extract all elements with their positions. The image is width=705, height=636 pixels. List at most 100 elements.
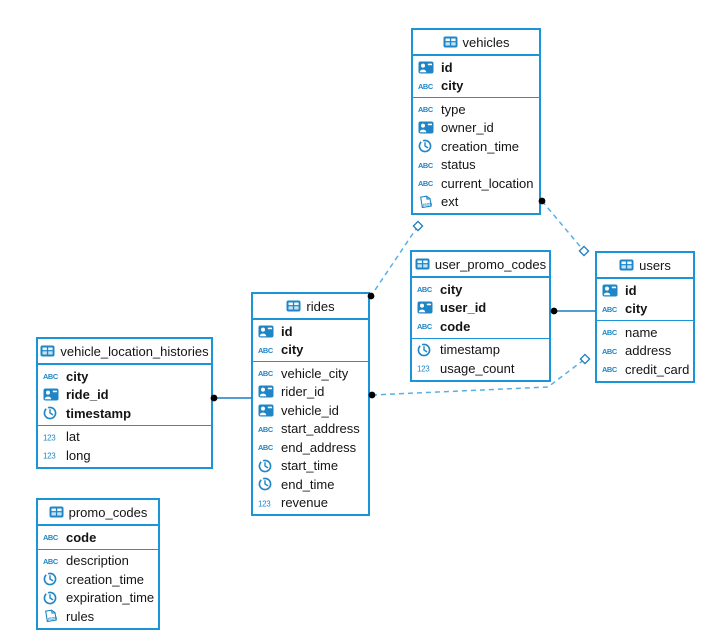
field-name: city [441, 78, 464, 94]
field-name: creation_time [441, 138, 520, 154]
field-row-end_time[interactable]: end_time [253, 475, 368, 494]
field-row-city[interactable]: ABC city [412, 280, 549, 299]
field-row-rider_id[interactable]: rider_id [253, 383, 368, 402]
field-row-expiration_time[interactable]: expiration_time [38, 589, 158, 608]
id-badge-icon [418, 61, 437, 74]
relation-vehicles-users[interactable] [538, 197, 590, 257]
field-row-end_address[interactable]: ABC end_address [253, 438, 368, 457]
svg-text:123: 123 [417, 365, 430, 374]
relation-vehicle_location_histories-rides[interactable] [210, 394, 252, 402]
field-row-id[interactable]: id [253, 322, 368, 341]
svg-text:ABC: ABC [258, 443, 274, 452]
id-badge-icon [418, 121, 437, 134]
table-header[interactable]: promo_codes [38, 500, 158, 526]
field-row-id[interactable]: id [413, 58, 539, 77]
clock-icon [43, 591, 62, 605]
field-row-id[interactable]: id [597, 281, 693, 300]
table-header[interactable]: user_promo_codes [412, 252, 549, 278]
key-fields-divider [38, 548, 158, 550]
svg-text:JSON: JSON [47, 616, 58, 622]
field-row-ride_id[interactable]: ride_id [38, 386, 211, 405]
field-name: creation_time [66, 571, 145, 587]
table-header[interactable]: vehicles [413, 30, 539, 56]
abc-text-icon: ABC [418, 81, 437, 91]
field-name: status [441, 157, 476, 173]
field-row-vehicle_id[interactable]: vehicle_id [253, 401, 368, 420]
field-row-rules[interactable]: JSON rules [38, 607, 158, 626]
field-row-creation_time[interactable]: creation_time [38, 570, 158, 589]
field-name: end_address [281, 439, 357, 455]
clock-icon [418, 139, 437, 153]
abc-text-icon: ABC [43, 371, 62, 381]
table-title: rides [306, 298, 335, 314]
svg-text:123: 123 [43, 452, 56, 461]
key-fields-divider [412, 337, 549, 339]
field-row-timestamp[interactable]: timestamp [38, 404, 211, 423]
field-name: revenue [281, 495, 328, 511]
relation-user_promo_codes-users[interactable] [550, 307, 596, 315]
field-row-name[interactable]: ABC name [597, 323, 693, 342]
field-name: id [281, 323, 293, 339]
json-icon: JSON [418, 195, 437, 209]
field-row-user_id[interactable]: user_id [412, 299, 549, 318]
field-row-timestamp[interactable]: timestamp [412, 341, 549, 360]
field-name: start_time [281, 458, 339, 474]
table-title: users [639, 257, 671, 273]
svg-text:ABC: ABC [602, 328, 618, 337]
id-badge-icon [417, 301, 436, 314]
field-name: description [66, 553, 129, 569]
svg-text:ABC: ABC [418, 82, 434, 91]
field-name: owner_id [441, 120, 494, 136]
field-row-owner_id[interactable]: owner_id [413, 119, 539, 138]
abc-text-icon: ABC [258, 345, 277, 355]
field-name: rules [66, 608, 95, 624]
field-row-creation_time[interactable]: creation_time [413, 137, 539, 156]
field-row-city[interactable]: ABC city [413, 77, 539, 96]
field-name: name [625, 324, 658, 340]
table-title: vehicle_location_histories [60, 343, 209, 359]
key-fields-divider [597, 320, 693, 321]
table-header[interactable]: rides [253, 294, 368, 320]
table-header[interactable]: vehicle_location_histories [38, 339, 211, 365]
table-title: user_promo_codes [434, 256, 547, 272]
field-name: rider_id [281, 384, 325, 400]
field-name: city [440, 281, 463, 297]
svg-text:ABC: ABC [258, 346, 274, 355]
field-row-start_time[interactable]: start_time [253, 457, 368, 476]
relation-line-dashed [371, 358, 586, 396]
table-header[interactable]: users [597, 253, 693, 279]
abc-text-icon: ABC [417, 284, 436, 294]
field-name: expiration_time [66, 590, 155, 606]
key-fields-divider [253, 361, 368, 362]
